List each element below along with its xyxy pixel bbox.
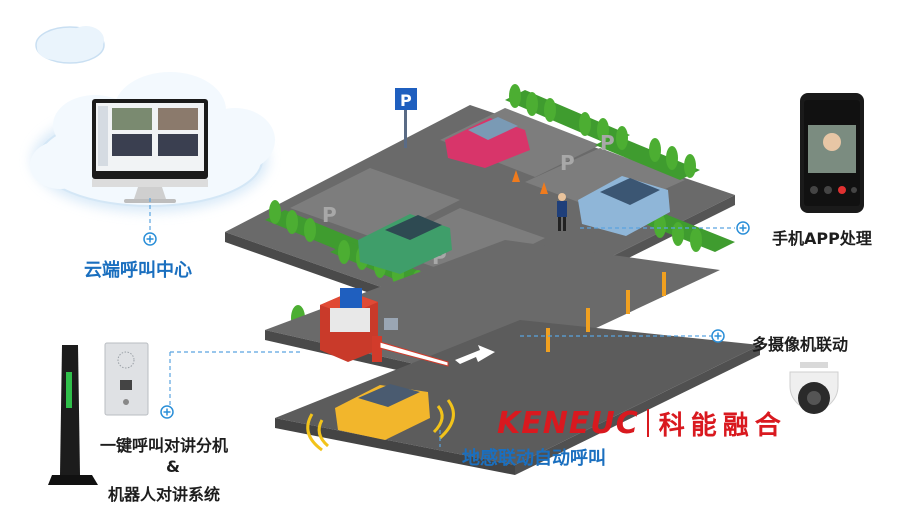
bay-letter: P: [560, 151, 575, 175]
brand-logo: KENEUC 科能融合: [497, 405, 787, 441]
bollards: [546, 272, 666, 352]
intercom-tower-icon: [48, 345, 98, 485]
brand-divider: [646, 409, 649, 437]
parking-sign-letter: P: [400, 91, 412, 110]
barrier-gate-icon: [320, 288, 449, 367]
small-cloud-icon: [35, 26, 105, 64]
brand-latin: KENEUC: [497, 405, 639, 441]
brand-chinese: 科能融合: [658, 410, 787, 441]
smartphone-icon: [800, 93, 864, 213]
multi-camera-label: 多摄像机联动: [752, 335, 849, 354]
intercom-panel-icon: [104, 342, 149, 416]
taxi-car: [335, 384, 430, 440]
ground-sensor-label: 地感联动自动呼叫: [462, 448, 606, 469]
plus-icon: [736, 221, 750, 235]
car-blue: [578, 176, 670, 236]
intercom-label-line2: 机器人对讲系统: [108, 485, 221, 504]
plus-icon: [143, 232, 157, 246]
car-green: [358, 214, 452, 274]
monitor-icon: [92, 99, 208, 203]
parking-sign-icon: [395, 88, 417, 148]
ptz-camera-icon: [789, 362, 839, 414]
car-red: [445, 117, 530, 168]
bay-letter: P: [600, 131, 615, 155]
intercom-label-line1: 一键呼叫对讲分机: [100, 436, 229, 455]
direction-arrow-icon: [455, 345, 495, 364]
traffic-cones: [512, 170, 548, 194]
plus-icon: [711, 329, 725, 343]
intercom-label-amp: &: [166, 457, 180, 476]
bay-letter: P: [322, 203, 337, 227]
plus-icon: [160, 405, 174, 419]
cloud-call-center-label: 云端呼叫中心: [84, 260, 192, 281]
dashed-connectors: [149, 195, 735, 447]
ground-sensor-arcs: [306, 399, 455, 452]
phone-app-label: 手机APP处理: [772, 229, 872, 248]
guard-figure: [557, 193, 567, 231]
